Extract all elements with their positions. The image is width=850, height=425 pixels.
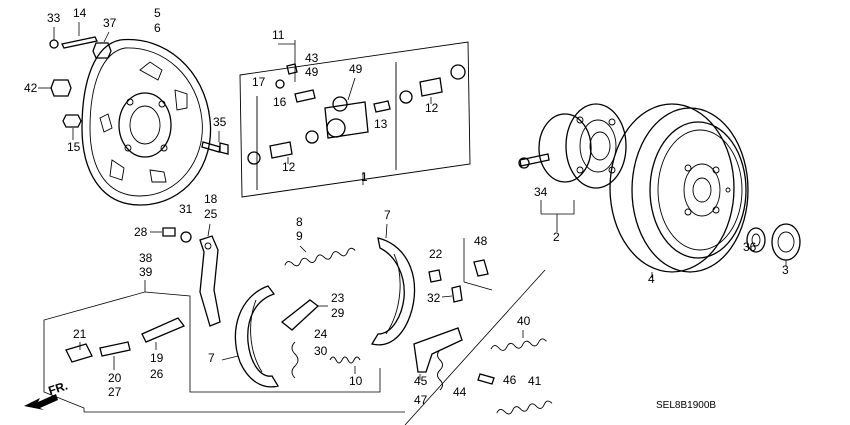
part-label-l1: 1 xyxy=(361,170,368,184)
part-label-l22: 22 xyxy=(429,247,443,261)
part-label-l47: 47 xyxy=(414,393,428,407)
spring-44 xyxy=(437,349,443,391)
part-label-l13: 13 xyxy=(374,117,388,131)
part-label-l34: 34 xyxy=(534,185,548,199)
bleeder-37 xyxy=(92,31,112,59)
part-label-l43: 43 xyxy=(305,51,319,65)
part-label-l11: 11 xyxy=(272,28,285,42)
part-label-l49a: 49 xyxy=(305,65,319,79)
part-label-l28: 28 xyxy=(134,225,148,239)
front-arrow-icon: FR. xyxy=(24,379,69,410)
brake-drum xyxy=(609,103,749,278)
cups-12-upper xyxy=(399,64,466,104)
part-label-l42: 42 xyxy=(24,81,38,95)
part-label-l17: 17 xyxy=(252,75,266,89)
cups-12-lower xyxy=(247,130,319,165)
part-label-l39: 39 xyxy=(139,265,153,279)
clip-48 xyxy=(463,238,493,291)
hub-cap-3 xyxy=(771,223,801,266)
hub-bolt-34 xyxy=(518,153,550,169)
diagram-code: SEL8B1900B xyxy=(656,400,716,411)
part-label-l21: 21 xyxy=(73,327,87,341)
part-label-l44: 44 xyxy=(453,385,467,399)
part-label-l6: 6 xyxy=(154,21,161,35)
wheel-cylinder-body xyxy=(324,77,369,139)
cap-32 xyxy=(441,285,463,303)
parking-lever xyxy=(199,223,221,327)
part-label-l7a: 7 xyxy=(384,208,391,222)
pin-28 xyxy=(150,227,176,237)
cap-17 xyxy=(275,79,285,89)
part-label-l10: 10 xyxy=(349,374,363,388)
cap-42 xyxy=(38,79,72,97)
part-label-l30: 30 xyxy=(314,344,328,358)
spring-24-30 xyxy=(291,341,299,379)
part-label-l15: 15 xyxy=(67,140,81,154)
bleeder-16 xyxy=(294,89,316,103)
pin-22 xyxy=(428,269,442,283)
part-label-l24: 24 xyxy=(314,327,328,341)
adjuster-plate xyxy=(280,299,328,331)
part-label-l48: 48 xyxy=(474,234,488,248)
part-label-l25: 25 xyxy=(204,207,218,221)
part-label-l40: 40 xyxy=(517,314,531,328)
bolt-35 xyxy=(201,131,229,155)
clip-46 xyxy=(477,373,495,385)
part-label-l3: 3 xyxy=(782,263,789,277)
lever-plate xyxy=(413,327,463,380)
assembly-frame xyxy=(43,200,575,425)
part-label-l14: 14 xyxy=(73,6,87,20)
part-label-l46: 46 xyxy=(503,373,517,387)
part-label-l20: 20 xyxy=(108,371,122,385)
part-label-l27: 27 xyxy=(108,385,122,399)
piston-13 xyxy=(373,100,391,113)
bolt-33 xyxy=(49,27,59,49)
part-label-l23: 23 xyxy=(331,291,345,305)
clip-31 xyxy=(180,231,192,243)
part-label-l49b: 49 xyxy=(349,62,363,76)
bleeder-screw-43 xyxy=(286,63,298,75)
nut-15 xyxy=(62,114,82,140)
spring-41 xyxy=(496,400,553,415)
part-label-l35: 35 xyxy=(213,115,227,129)
adjuster-nut-21 xyxy=(65,342,93,363)
part-label-l41: 41 xyxy=(528,374,542,388)
part-label-l37: 37 xyxy=(103,16,117,30)
adjuster-bolt-20 xyxy=(99,341,131,370)
part-label-l5: 5 xyxy=(154,6,161,20)
part-label-l18: 18 xyxy=(204,192,218,206)
part-label-l31: 31 xyxy=(179,202,193,216)
part-label-l26: 26 xyxy=(150,367,164,381)
part-label-l16: 16 xyxy=(273,95,287,109)
part-label-l12b: 12 xyxy=(282,160,296,174)
front-indicator: FR. xyxy=(47,379,70,398)
part-label-l8: 8 xyxy=(296,215,303,229)
wheel-cylinder-box xyxy=(239,40,471,198)
brake-shoe-left xyxy=(221,285,280,388)
part-label-l9: 9 xyxy=(296,229,303,243)
part-label-l33: 33 xyxy=(47,11,61,25)
part-label-l4: 4 xyxy=(648,272,655,286)
strut-19 xyxy=(141,317,186,350)
part-label-l2: 2 xyxy=(553,230,560,244)
hub-nut-36 xyxy=(746,227,766,253)
hub-bearing xyxy=(538,103,627,189)
part-label-l45: 45 xyxy=(414,374,428,388)
backing-plate xyxy=(81,38,212,206)
part-label-l36: 36 xyxy=(743,240,757,254)
spring-10 xyxy=(329,356,361,374)
part-label-l32: 32 xyxy=(427,291,441,305)
clip-14 xyxy=(61,22,98,49)
part-label-l7b: 7 xyxy=(208,351,215,365)
spring-8-9 xyxy=(284,245,356,267)
part-label-l38: 38 xyxy=(139,251,153,265)
part-label-l29: 29 xyxy=(331,306,345,320)
part-label-l19: 19 xyxy=(150,351,164,365)
brake-shoe-right xyxy=(370,223,416,346)
spring-40 xyxy=(490,330,547,351)
part-label-l12a: 12 xyxy=(425,101,439,115)
